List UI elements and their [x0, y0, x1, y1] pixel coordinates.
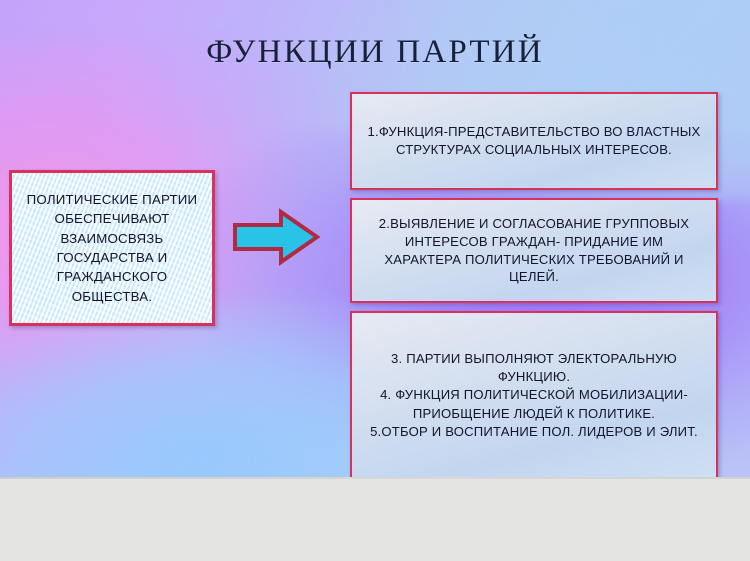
function-panel-3: 3. ПАРТИИ ВЫПОЛНЯЮТ ЭЛЕКТОРАЛЬНУЮ ФУНКЦИ… — [350, 311, 718, 477]
function-panel-2-body: 2.ВЫЯВЛЕНИЕ И СОГЛАСОВАНИЕ ГРУППОВЫХ ИНТ… — [355, 203, 713, 298]
function-panel-1: 1.ФУНКЦИЯ-ПРЕДСТАВИТЕЛЬСТВО ВО ВЛАСТНЫХ … — [350, 92, 718, 190]
function-panel-1-text: 1.ФУНКЦИЯ-ПРЕДСТАВИТЕЛЬСТВО ВО ВЛАСТНЫХ … — [367, 124, 701, 157]
slide-title: ФУНКЦИИ ПАРТИЙ — [206, 34, 544, 70]
viewer-bottom-divider — [0, 477, 750, 479]
function-panel-2: 2.ВЫЯВЛЕНИЕ И СОГЛАСОВАНИЕ ГРУППОВЫХ ИНТ… — [350, 198, 718, 303]
definition-card-text: ПОЛИТИЧЕСКИЕ ПАРТИИ ОБЕСПЕЧИВАЮТ ВЗАИМОС… — [26, 191, 198, 304]
slide-canvas: ФУНКЦИИ ПАРТИЙ ПОЛИТИЧЕСКИЕ ПАРТИИ ОБЕСП… — [0, 0, 750, 477]
definition-card: ПОЛИТИЧЕСКИЕ ПАРТИИ ОБЕСПЕЧИВАЮТ ВЗАИМОС… — [9, 170, 215, 326]
right-arrow-icon — [232, 208, 321, 266]
viewer-bottom-area — [0, 477, 750, 561]
function-panel-1-body: 1.ФУНКЦИЯ-ПРЕДСТАВИТЕЛЬСТВО ВО ВЛАСТНЫХ … — [355, 97, 713, 185]
function-panel-3-text: 3. ПАРТИИ ВЫПОЛНЯЮТ ЭЛЕКТОРАЛЬНУЮ ФУНКЦИ… — [370, 350, 698, 439]
function-panel-2-text: 2.ВЫЯВЛЕНИЕ И СОГЛАСОВАНИЕ ГРУППОВЫХ ИНТ… — [378, 216, 690, 285]
function-panel-3-body: 3. ПАРТИИ ВЫПОЛНЯЮТ ЭЛЕКТОРАЛЬНУЮ ФУНКЦИ… — [355, 316, 713, 475]
